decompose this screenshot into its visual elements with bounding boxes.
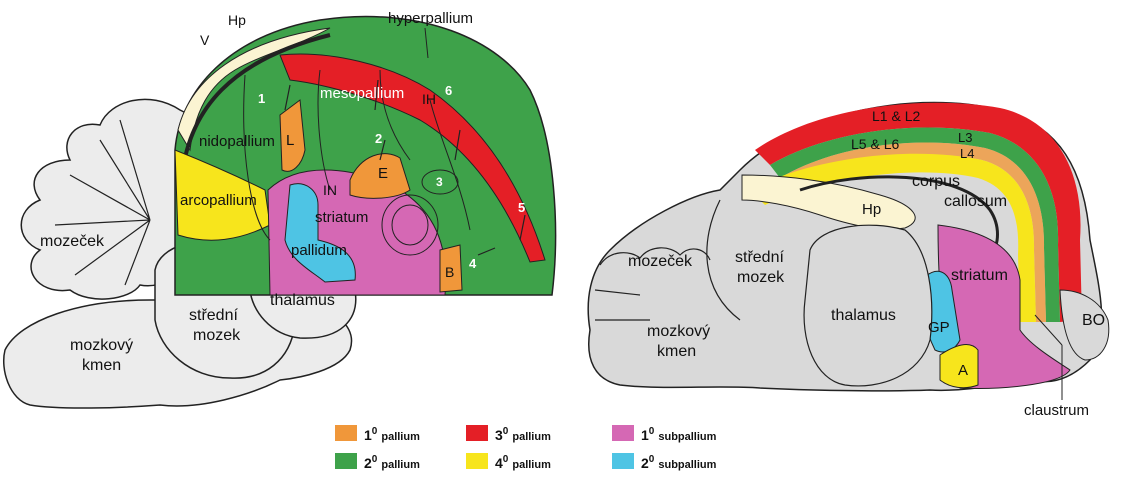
- mammal-label-mozecek: mozeček: [628, 253, 693, 270]
- bird-label-2: 2: [375, 131, 382, 146]
- bird-label-mesopallium: mesopallium: [320, 85, 404, 102]
- bird-label-e: E: [378, 165, 388, 182]
- bird-label-arcopallium: arcopallium: [180, 192, 257, 209]
- bird-label-stredni-2: mozek: [193, 327, 241, 344]
- bird-label-4: 4: [469, 256, 477, 271]
- bird-label-in: IN: [323, 182, 337, 198]
- mammal-label-corpus: corpus: [912, 173, 960, 190]
- bird-brain: V Hp hyperpallium mesopallium IH nidopal…: [4, 10, 556, 408]
- mammal-label-kmen-2: kmen: [657, 343, 696, 360]
- mammal-label-stredni-1: střední: [735, 249, 784, 266]
- legend-swatch-2-pallium: [335, 453, 357, 469]
- bird-label-6: 6: [445, 83, 452, 98]
- bird-label-5: 5: [518, 200, 525, 215]
- bird-label-stredni-1: střední: [189, 307, 238, 324]
- bird-label-b: B: [445, 264, 454, 280]
- mammal-brain: L1 & L2 L3 L5 & L6 L4 corpus callosum Hp…: [588, 103, 1109, 420]
- mammal-label-gp: GP: [928, 319, 950, 336]
- mammal-label-claustrum: claustrum: [1024, 402, 1089, 419]
- bird-label-striatum: striatum: [315, 209, 368, 226]
- bird-label-kmen-1: mozkový: [70, 337, 133, 354]
- bird-label-nidopallium: nidopallium: [199, 133, 275, 150]
- mammal-label-a: A: [958, 362, 968, 379]
- mammal-label-bo: BO: [1082, 312, 1105, 329]
- mammal-label-thalamus: thalamus: [831, 307, 896, 324]
- legend-swatch-1-subpallium: [612, 425, 634, 441]
- mammal-label-l5l6: L5 & L6: [851, 136, 899, 152]
- bird-label-l: L: [286, 132, 294, 149]
- mammal-label-l4: L4: [960, 146, 974, 161]
- bird-label-hyperpallium: hyperpallium: [388, 10, 473, 27]
- mammal-label-kmen-1: mozkový: [647, 323, 710, 340]
- legend-swatch-3-pallium: [466, 425, 488, 441]
- mammal-label-striatum: striatum: [951, 267, 1008, 284]
- bird-label-hp: Hp: [228, 12, 246, 28]
- mammal-label-stredni-2: mozek: [737, 269, 785, 286]
- legend-swatch-4-pallium: [466, 453, 488, 469]
- mammal-thalamus: [804, 225, 932, 386]
- mammal-label-l3: L3: [958, 130, 972, 145]
- bird-label-ih: IH: [422, 91, 436, 107]
- bird-label-pallidum: pallidum: [291, 242, 347, 259]
- mammal-label-l1l2: L1 & L2: [872, 108, 920, 124]
- legend-swatch-1-pallium: [335, 425, 357, 441]
- bird-label-mozecek: mozeček: [40, 233, 105, 250]
- mammal-label-hp: Hp: [862, 201, 881, 218]
- bird-label-1: 1: [258, 91, 265, 106]
- mammal-label-callosum: callosum: [944, 193, 1007, 210]
- legend-swatch-2-subpallium: [612, 453, 634, 469]
- bird-label-3: 3: [436, 175, 443, 189]
- bird-label-thalamus: thalamus: [270, 292, 335, 309]
- bird-label-kmen-2: kmen: [82, 357, 121, 374]
- bird-label-v: V: [200, 32, 210, 48]
